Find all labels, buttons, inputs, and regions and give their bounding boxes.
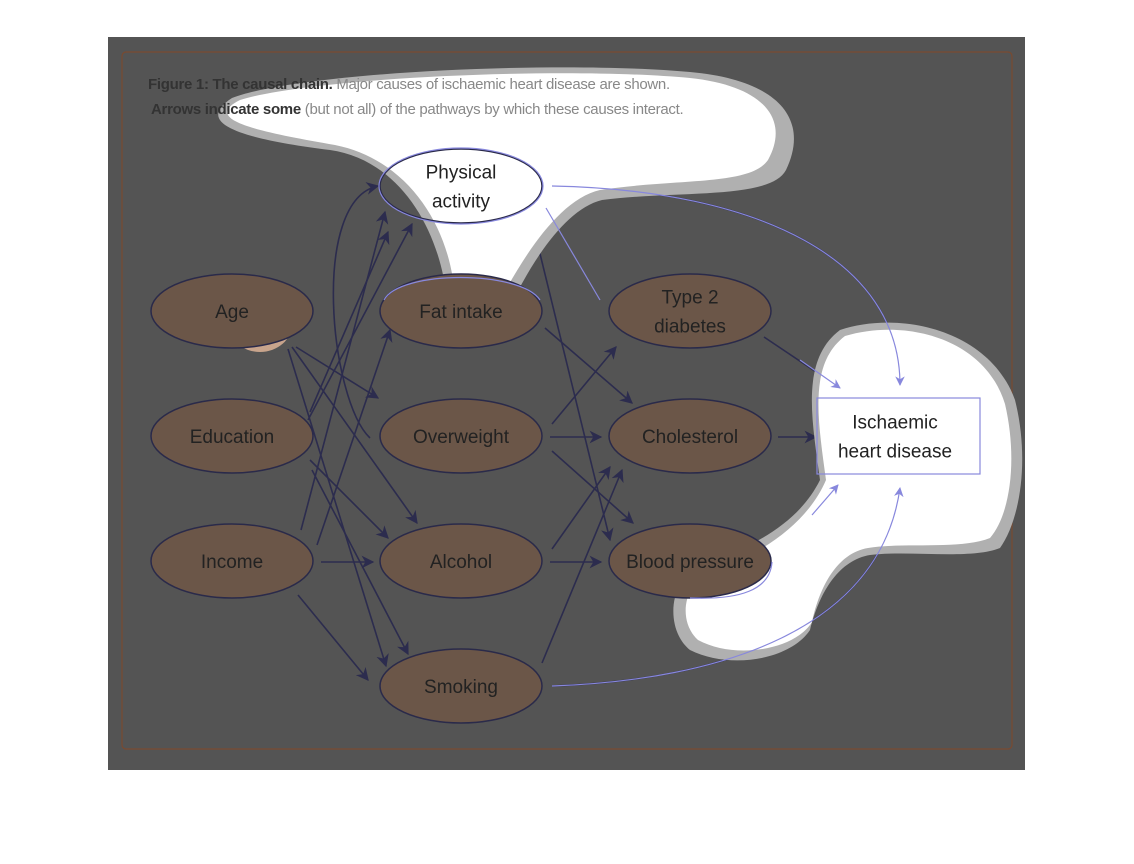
node-diabetes — [608, 273, 772, 349]
arrow-edu-physical — [309, 230, 390, 413]
node-label-education: Education — [190, 427, 275, 448]
node-education — [150, 398, 314, 474]
caption-line-2-rest: (but not all) of the pathways by which t… — [304, 101, 684, 118]
arrow-inc-smoking — [297, 594, 369, 681]
caption-line-2: Arrows indicate some (but not all) of th… — [151, 101, 851, 118]
highlight-arrows — [378, 147, 981, 687]
light-arrow-phys-ihd — [551, 185, 905, 386]
outline-physical — [378, 147, 544, 225]
node-alcohol — [379, 523, 543, 599]
arrow-inc-physical — [300, 210, 389, 531]
node-label-smoking: Smoking — [424, 677, 498, 698]
node-label-physical-2: activity — [432, 192, 491, 213]
caption-line-1-bold: Figure 1: The causal chain. — [148, 76, 333, 93]
arrow-age-overweight — [295, 346, 380, 399]
outline-fat-arc — [383, 276, 541, 301]
caption-line-1: Figure 1: The causal chain. Major causes… — [148, 76, 848, 93]
node-label-bp: Blood pressure — [626, 552, 754, 573]
arrow-edu-fat — [307, 222, 413, 421]
node-smoking — [379, 648, 543, 724]
node-overweight — [379, 398, 543, 474]
node-layer — [150, 148, 772, 724]
node-cholesterol — [608, 398, 772, 474]
arrow-smk-chol — [541, 468, 624, 664]
node-label-diabetes-1: Type 2 — [661, 288, 718, 309]
node-label-ihd-2: heart disease — [838, 442, 952, 463]
arrow-age-physical — [332, 182, 380, 439]
light-arrow-bp-ihd — [811, 484, 839, 516]
caption-line-2-bold: Arrows indicate some — [151, 101, 301, 118]
outline-ihd-box — [816, 397, 981, 475]
arrow-inc-fat — [316, 328, 393, 546]
node-label-age: Age — [215, 302, 249, 323]
arrow-over-diab — [551, 346, 617, 425]
light-arrow-phys-chol — [545, 207, 601, 301]
node-physical — [379, 148, 543, 224]
node-fat — [379, 273, 543, 349]
node-label-physical-1: Physical — [426, 163, 497, 184]
node-label-overweight: Overweight — [413, 427, 510, 448]
light-arrow-diab-ihd — [799, 359, 841, 389]
node-label-fat: Fat intake — [419, 302, 502, 323]
arrow-phys-bp — [531, 220, 614, 542]
arrow-over-bp — [551, 450, 634, 524]
arrow-edu-alcohol — [309, 459, 389, 539]
blob-top — [227, 73, 776, 338]
arrow-age-smoking — [287, 348, 389, 668]
arrow-fat-chol — [544, 327, 633, 404]
node-label-cholesterol: Cholesterol — [642, 427, 738, 448]
node-label-income: Income — [201, 552, 263, 573]
light-arrow-smk-ihd — [551, 487, 904, 687]
outline-bp-arc — [689, 561, 773, 599]
node-label-ihd-1: Ischaemic — [852, 413, 938, 434]
caption-line-1-rest: Major causes of ischaemic heart disease … — [336, 76, 670, 93]
node-age — [150, 273, 314, 349]
node-label-diabetes-2: diabetes — [654, 317, 726, 338]
node-income — [150, 523, 314, 599]
node-label-alcohol: Alcohol — [430, 552, 492, 573]
arrow-alc-chol — [551, 465, 611, 550]
